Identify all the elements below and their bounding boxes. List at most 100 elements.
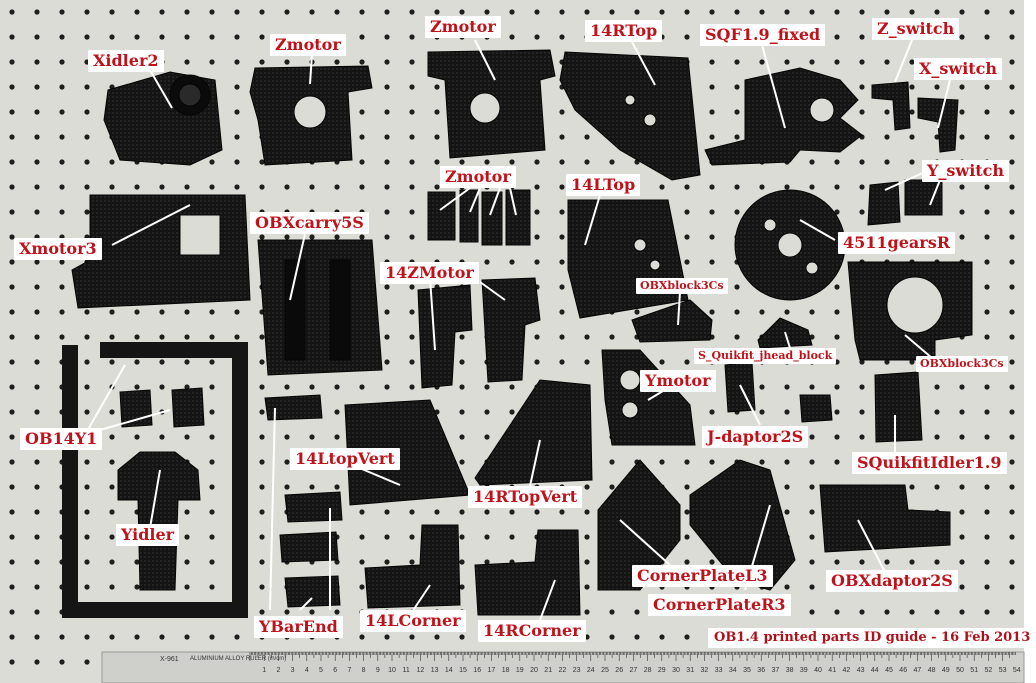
label-zmotor-a: Zmotor xyxy=(270,34,346,56)
label-jdaptor2s: J-daptor2S xyxy=(702,426,809,448)
part-obxblock-b xyxy=(847,261,973,361)
part-sqf xyxy=(704,67,863,166)
label-4511gearsr: 4511gearsR xyxy=(838,232,955,254)
ruler-number: 23 xyxy=(573,667,581,674)
ruler-number: 33 xyxy=(715,667,723,674)
part-zmotor-b xyxy=(427,49,556,159)
ruler-number: 9 xyxy=(376,667,380,674)
ruler-number: 8 xyxy=(362,667,366,674)
ruler-number: 39 xyxy=(800,667,808,674)
part-yidler xyxy=(117,451,201,591)
label-zmotor-b: Zmotor xyxy=(425,16,501,38)
part-zmotor-a xyxy=(249,65,373,166)
ruler-number: 10 xyxy=(388,667,396,674)
label-obxblock3cs-b: OBXblock3Cs xyxy=(916,356,1008,372)
label-obxcarry5s: OBXcarry5S xyxy=(250,212,369,234)
label-14zmotor: 14ZMotor xyxy=(380,262,479,284)
ruler-number: 34 xyxy=(729,667,737,674)
ruler-number: 45 xyxy=(885,667,893,674)
ruler-number: 25 xyxy=(601,667,609,674)
ruler-number: 17 xyxy=(488,667,496,674)
part-x-switch xyxy=(917,97,959,153)
label-sqf: SQF1.9_fixed xyxy=(700,24,826,46)
ruler-number: 54 xyxy=(1013,667,1021,674)
leader-lines xyxy=(81,39,951,621)
label-obxdaptor2s: OBXdaptor2S xyxy=(826,570,958,592)
part-14rtop xyxy=(559,51,701,181)
ruler-number: 22 xyxy=(559,667,567,674)
ruler-number: 28 xyxy=(644,667,652,674)
ruler-number: 49 xyxy=(942,667,950,674)
label-z-switch: Z_switch xyxy=(872,18,960,40)
part-ob14y1-frame xyxy=(62,342,248,618)
ruler-number: 6 xyxy=(333,667,337,674)
ruler-number: 21 xyxy=(544,667,552,674)
part-squikfit-idler xyxy=(874,371,923,443)
ruler-caption: ALUMINIUM ALLOY RULER (in/cm) xyxy=(190,656,287,662)
ruler-number: 32 xyxy=(701,667,709,674)
label-ybarend: YBarEnd xyxy=(254,616,343,638)
ruler-number: 31 xyxy=(686,667,694,674)
part-ybarend xyxy=(264,394,343,608)
ruler-number: 43 xyxy=(857,667,865,674)
label-obxblock3cs-a: OBXblock3Cs xyxy=(636,278,728,294)
label-s-quikfit: S_Quikfit_jhead_block xyxy=(694,348,837,364)
label-xidler2: Xidler2 xyxy=(88,50,164,72)
ruler-number: 14 xyxy=(445,667,453,674)
part-y-switch xyxy=(867,179,943,226)
ruler-number: 35 xyxy=(743,667,751,674)
ruler-number: 52 xyxy=(985,667,993,674)
ruler-number: 50 xyxy=(956,667,964,674)
ruler-number: 30 xyxy=(672,667,680,674)
part-cornerplate-r3 xyxy=(689,459,796,591)
part-xmotor3 xyxy=(71,194,251,309)
label-zmotor-c: Zmotor xyxy=(440,166,516,188)
ruler-number: 40 xyxy=(814,667,822,674)
ruler-number: 11 xyxy=(403,667,410,674)
ruler-number: 41 xyxy=(828,667,836,674)
part-14ltop xyxy=(567,199,689,319)
label-14ltop: 14LTop xyxy=(566,174,641,196)
ruler-number: 44 xyxy=(871,667,879,674)
ruler-number: 24 xyxy=(587,667,595,674)
label-cornerplater3: CornerPlateR3 xyxy=(648,594,791,616)
label-ob14y1: OB14Y1 xyxy=(20,428,103,450)
ruler-number: 19 xyxy=(516,667,524,674)
label-squikfitidler: SQuikfitIdler1.9 xyxy=(852,452,1007,474)
label-y-switch: Y_switch xyxy=(922,160,1010,182)
printed-parts xyxy=(62,49,973,618)
caption: OB1.4 printed parts ID guide - 16 Feb 20… xyxy=(708,628,1036,648)
ruler-number: 15 xyxy=(459,667,467,674)
label-14rtopvert: 14RTopVert xyxy=(468,486,583,508)
ruler-number: 53 xyxy=(999,667,1007,674)
ruler-number: 38 xyxy=(786,667,794,674)
ruler-number: 5 xyxy=(319,667,323,674)
ruler-number: 29 xyxy=(658,667,666,674)
ruler-number: 37 xyxy=(772,667,780,674)
part-14rtopvert xyxy=(474,379,593,486)
part-14lcorner xyxy=(364,524,461,609)
label-14rtop: 14RTop xyxy=(585,20,663,42)
ruler-number: 42 xyxy=(843,667,851,674)
part-z-switch xyxy=(871,81,911,131)
ruler-number: 46 xyxy=(899,667,907,674)
part-obxdaptor2s xyxy=(819,484,951,553)
ruler-number: 2 xyxy=(276,667,280,674)
label-ymotor: Ymotor xyxy=(640,370,716,392)
ruler-number: 47 xyxy=(914,667,922,674)
ruler-number: 27 xyxy=(630,667,638,674)
ruler-number: 13 xyxy=(431,667,439,674)
part-cornerplate-l3 xyxy=(597,459,681,591)
part-gear xyxy=(734,189,846,301)
ruler-number: 16 xyxy=(473,667,481,674)
ruler-number: 36 xyxy=(757,667,765,674)
part-obxcarry5s xyxy=(257,239,383,376)
label-yidler: Yidler xyxy=(116,524,180,546)
ruler-number: 1 xyxy=(262,667,266,674)
part-obxblock-a xyxy=(631,299,713,343)
ruler-number: 26 xyxy=(615,667,623,674)
ruler-brand: X-961 xyxy=(160,656,179,663)
